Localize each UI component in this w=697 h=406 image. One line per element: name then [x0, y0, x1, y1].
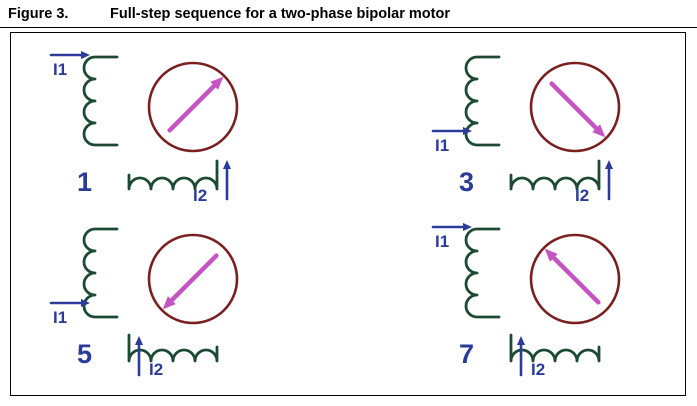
rotor-circle: [529, 233, 621, 325]
current-i1-label: I1: [435, 136, 450, 155]
step-number: 3: [459, 167, 475, 197]
vertical-coil: [82, 55, 119, 147]
rotor-arrow-head-icon: [210, 76, 224, 90]
motor-step-panel-1: 1 I1 I2: [31, 45, 331, 220]
i2-arrow-head-icon: [135, 336, 143, 345]
current-i2-label: I2: [149, 360, 164, 379]
figure-label: Figure 3.: [8, 6, 69, 22]
rotor-arrow: [551, 255, 601, 305]
horizontal-coil: [509, 333, 601, 363]
horizontal-coil: [127, 159, 219, 191]
current-i2-label: I2: [531, 360, 546, 379]
motor-step-panel-7: 7 I1 I2: [413, 217, 685, 392]
rotor-arrow: [169, 253, 219, 303]
step-number: 7: [459, 339, 475, 369]
rotor-arrow-head-icon: [162, 296, 176, 310]
motor-step-diagram: [49, 51, 239, 201]
figure-caption: Figure 3. Full-step sequence for a two-p…: [0, 0, 697, 28]
current-i2-label: I2: [193, 186, 208, 205]
rotor-arrow: [167, 83, 217, 133]
rotor-arrow-head-icon: [544, 248, 558, 262]
rotor-arrow-head-icon: [592, 124, 606, 138]
current-i1-label: I1: [53, 60, 68, 79]
vertical-coil: [82, 227, 119, 319]
motor-step-panel-5: 5 I1 I2: [31, 217, 331, 392]
i1-arrow-head-icon: [81, 299, 90, 307]
current-i2-label: I2: [575, 186, 590, 205]
motor-step-diagram: [431, 55, 621, 201]
i2-arrow-head-icon: [517, 336, 525, 345]
vertical-coil: [464, 227, 501, 319]
i2-arrow-head-icon: [605, 160, 613, 169]
rotor-arrow: [549, 81, 599, 131]
horizontal-coil: [509, 159, 601, 191]
i1-arrow-head-icon: [463, 223, 472, 231]
figure-title: Full-step sequence for a two-phase bipol…: [110, 6, 450, 22]
figure-box: 1 I1 I2 3 I1 I2 5 I1 I2 7 I1 I2: [10, 32, 686, 396]
i2-arrow-head-icon: [223, 160, 231, 169]
i1-arrow-head-icon: [81, 51, 90, 59]
step-number: 5: [77, 339, 93, 369]
rotor-circle: [147, 233, 239, 325]
motor-step-diagram: [49, 227, 239, 377]
current-i1-label: I1: [53, 308, 68, 327]
horizontal-coil: [127, 333, 219, 363]
motor-step-diagram: [431, 223, 621, 377]
motor-step-panel-3: 3 I1 I2: [413, 45, 685, 220]
i1-arrow-head-icon: [463, 127, 472, 135]
rotor-circle: [529, 61, 621, 153]
rotor-circle: [147, 61, 239, 153]
vertical-coil: [464, 55, 501, 147]
step-number: 1: [77, 167, 93, 197]
current-i1-label: I1: [435, 232, 450, 251]
